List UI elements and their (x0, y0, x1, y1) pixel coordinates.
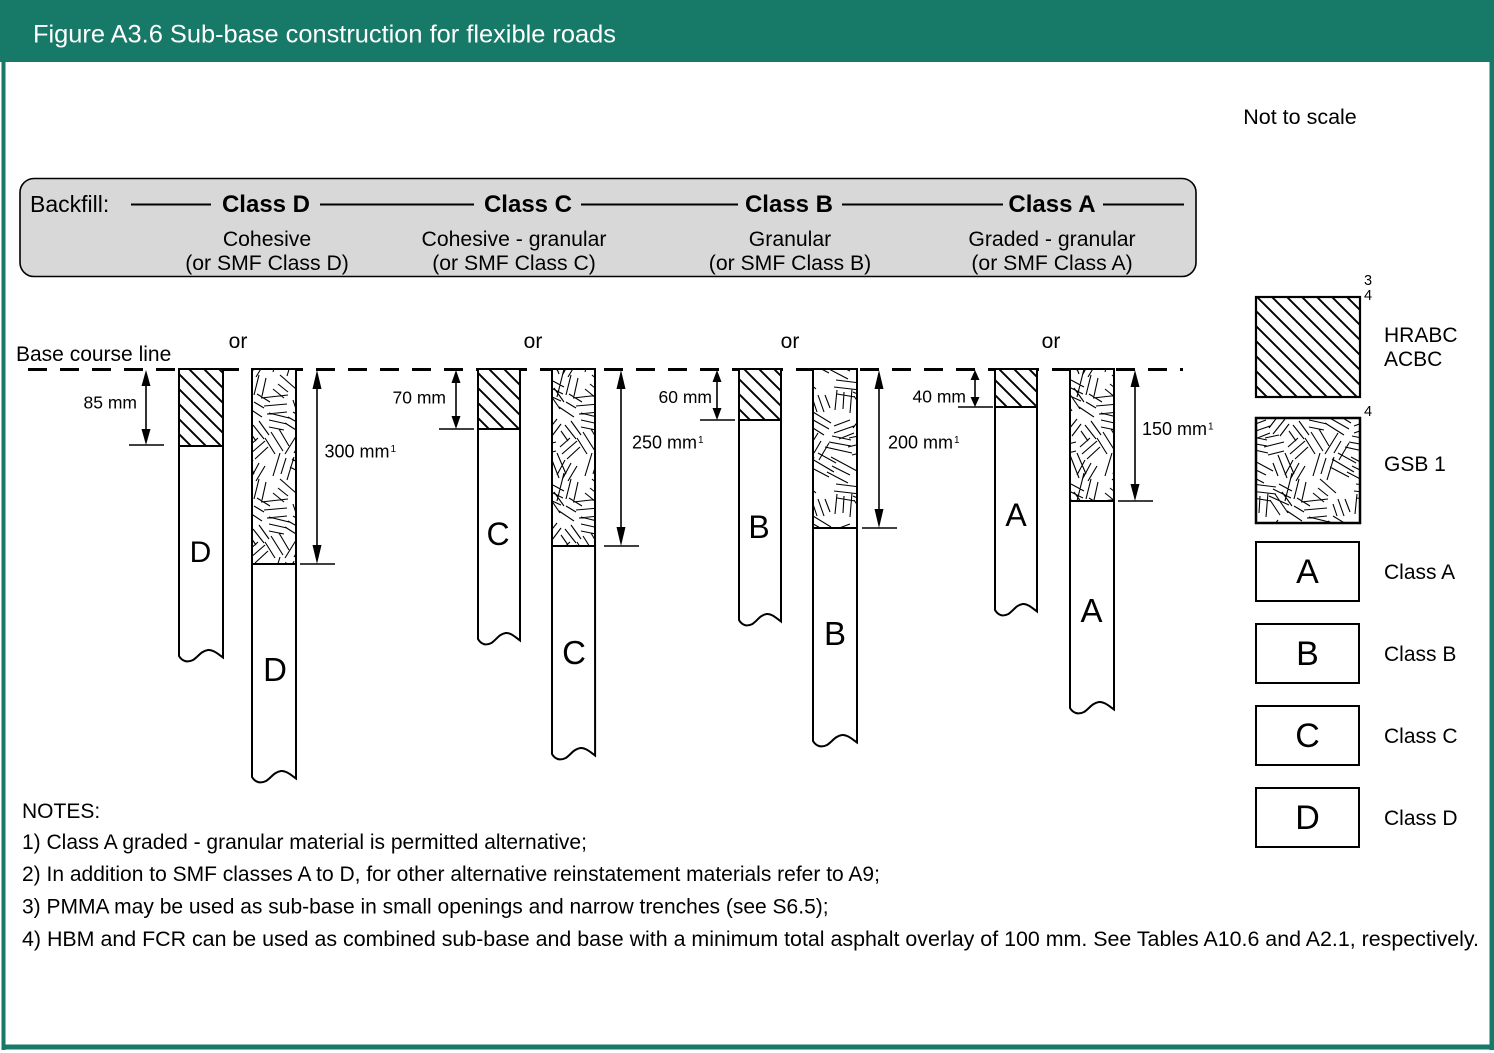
svg-text:A: A (1296, 553, 1319, 591)
svg-text:Graded - granular: Graded - granular (968, 228, 1135, 251)
svg-text:Class C: Class C (1384, 725, 1458, 748)
svg-text:GSB 1: GSB 1 (1384, 453, 1446, 476)
svg-text:Base course line: Base course line (16, 343, 171, 366)
svg-text:HRABC: HRABC (1384, 324, 1458, 347)
svg-text:70 mm: 70 mm (393, 388, 446, 408)
svg-text:Class D: Class D (222, 191, 310, 218)
svg-text:Class A: Class A (1008, 191, 1095, 218)
svg-text:40 mm: 40 mm (913, 387, 966, 407)
svg-text:(or SMF Class A): (or SMF Class A) (971, 252, 1132, 275)
svg-text:B: B (748, 509, 769, 545)
svg-text:NOTES:: NOTES: (22, 800, 100, 823)
svg-text:200 mm1: 200 mm1 (888, 433, 960, 453)
svg-text:C: C (562, 634, 586, 671)
svg-text:4: 4 (1364, 288, 1372, 304)
svg-text:250 mm1: 250 mm1 (632, 433, 704, 453)
svg-text:150 mm1: 150 mm1 (1142, 419, 1214, 439)
svg-text:(or SMF Class B): (or SMF Class B) (709, 252, 871, 275)
svg-text:Granular: Granular (749, 228, 831, 251)
svg-text:D: D (190, 536, 212, 569)
svg-text:2) In addition to SMF classes: 2) In addition to SMF classes A to D, fo… (22, 863, 880, 886)
svg-text:Cohesive - granular: Cohesive - granular (422, 228, 607, 251)
svg-text:Class A: Class A (1384, 561, 1455, 584)
svg-text:60 mm: 60 mm (659, 387, 712, 407)
svg-text:Class D: Class D (1384, 807, 1458, 830)
svg-text:D: D (263, 651, 287, 688)
svg-text:or: or (524, 330, 543, 353)
svg-text:A: A (1080, 592, 1102, 629)
svg-text:300 mm1: 300 mm1 (325, 442, 397, 462)
svg-text:Cohesive: Cohesive (223, 228, 311, 251)
svg-text:4: 4 (1364, 404, 1372, 420)
svg-text:(or SMF Class D): (or SMF Class D) (185, 252, 349, 275)
svg-text:D: D (1295, 799, 1320, 837)
svg-text:B: B (1296, 635, 1319, 673)
svg-text:Class B: Class B (745, 191, 833, 218)
svg-text:Backfill:: Backfill: (30, 191, 109, 217)
svg-text:C: C (1295, 717, 1320, 755)
svg-text:85 mm: 85 mm (84, 393, 137, 413)
svg-text:C: C (486, 516, 509, 552)
svg-text:or: or (229, 330, 248, 353)
svg-text:A: A (1005, 497, 1027, 533)
svg-text:or: or (1042, 330, 1061, 353)
svg-text:3: 3 (1364, 273, 1372, 289)
svg-text:Class B: Class B (1384, 643, 1456, 666)
svg-text:ACBC: ACBC (1384, 348, 1442, 371)
svg-text:or: or (781, 330, 800, 353)
svg-text:B: B (824, 615, 846, 652)
svg-text:Figure A3.6 Sub-base construct: Figure A3.6 Sub-base construction for fl… (33, 21, 616, 49)
svg-text:Not to scale: Not to scale (1243, 105, 1357, 129)
svg-text:(or SMF Class C): (or SMF Class C) (432, 252, 596, 275)
svg-text:3) PMMA may be used as sub-bas: 3) PMMA may be used as sub-base in small… (22, 896, 829, 919)
svg-text:4) HBM and FCR can be used as: 4) HBM and FCR can be used as combined s… (22, 927, 1479, 951)
svg-text:1) Class A graded - granular m: 1) Class A graded - granular material is… (22, 831, 587, 854)
svg-text:Class C: Class C (484, 191, 572, 218)
